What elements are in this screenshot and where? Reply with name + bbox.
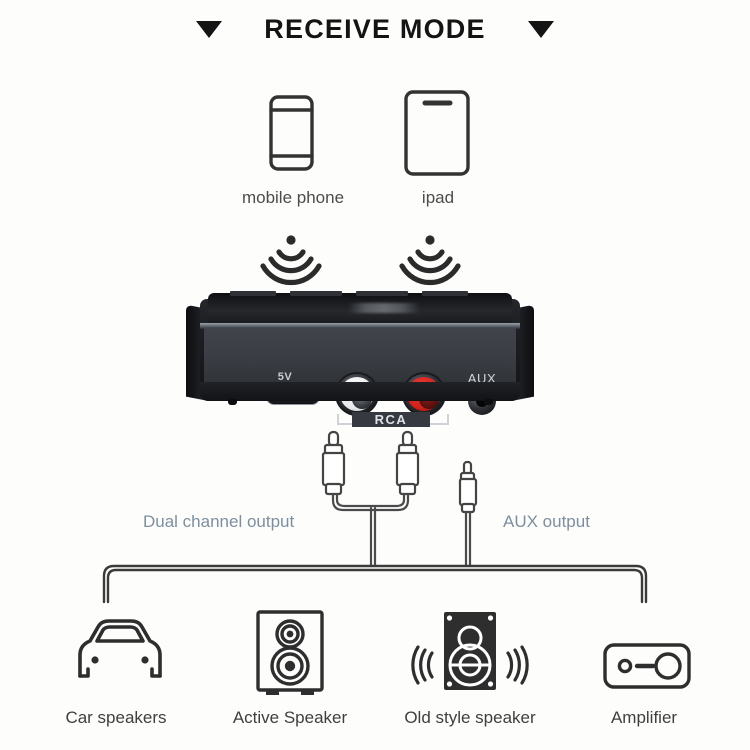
aux-3.5mm-cable-wire [464, 510, 472, 568]
device-bottom-edge [200, 382, 520, 401]
triangle-down-icon-left [196, 21, 223, 38]
source-label-mobile-phone: mobile phone [241, 188, 345, 207]
destination-label-car-speakers: Car speakers [65, 708, 167, 727]
device-face-bevel [200, 323, 520, 329]
device-foot-left [228, 399, 237, 405]
rca-label: RCA [352, 412, 430, 427]
dual-rca-cable [321, 430, 420, 496]
device-top-notch-3 [356, 291, 408, 296]
device-top-notch-2 [290, 291, 342, 296]
destination-label-active-speaker: Active Speaker [232, 708, 348, 727]
triangle-down-icon-right [527, 21, 554, 38]
destination-label-amplifier: Amplifier [610, 708, 678, 727]
tablet-icon [404, 90, 470, 176]
device-top-notch-1 [230, 291, 276, 296]
aux-3.5mm-cable [458, 460, 478, 514]
speaker-cabinet-icon [256, 610, 324, 695]
car-icon [78, 619, 162, 678]
device-top-panel [208, 293, 512, 323]
header: RECEIVE MODE [0, 14, 750, 45]
page-title: RECEIVE MODE [264, 14, 486, 44]
wireless-signal-icon-left [260, 235, 322, 286]
device-foot-right [484, 399, 493, 405]
vintage-speaker-icon [411, 612, 529, 690]
output-label-aux: AUX output [503, 512, 590, 531]
distribution-bus [102, 564, 648, 604]
bluetooth-audio-receiver: 5V RCA AUX [186, 289, 534, 427]
wireless-signal-icon-right [399, 235, 461, 286]
output-label-dual-channel: Dual channel output [143, 512, 295, 531]
power-label: 5V [277, 371, 293, 383]
dual-rca-cable-wire [331, 492, 410, 568]
device-top-notch-4 [422, 291, 468, 296]
source-label-ipad: ipad [421, 188, 455, 207]
amplifier-icon [603, 643, 691, 689]
smartphone-icon [269, 95, 314, 171]
destination-label-old-style-speaker: Old style speaker [404, 708, 536, 727]
brand-logo [348, 303, 420, 313]
